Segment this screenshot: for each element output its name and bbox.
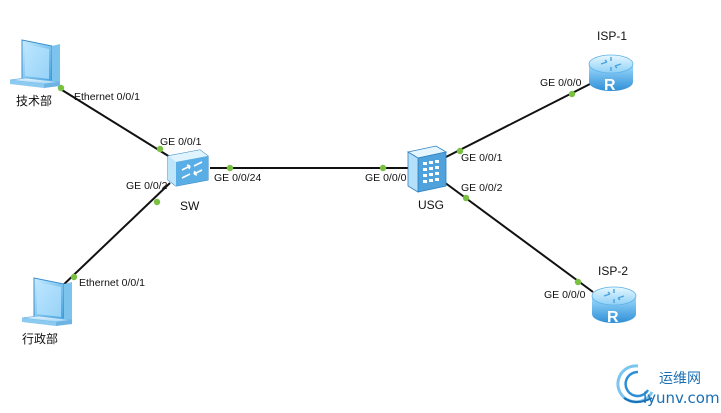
- sw-label: SW: [180, 199, 200, 213]
- port-dot: [153, 198, 161, 206]
- pc-icon: [9, 39, 61, 88]
- links: [57, 83, 594, 293]
- watermark: 运维网 iyunv.com: [616, 364, 720, 407]
- pc2-label: 行政部: [22, 331, 58, 346]
- firewall-icon: [406, 145, 448, 193]
- port-label-usg-g002: GE 0/0/2: [461, 182, 503, 194]
- port-label-sw-g002: GE 0/0/2: [126, 180, 168, 192]
- port-dot: [574, 278, 582, 286]
- port-dot: [156, 145, 164, 153]
- router-glyph: R: [607, 309, 619, 326]
- port-label-pc1: Ethernet 0/0/1: [74, 91, 140, 103]
- link-usg-isp2[interactable]: [443, 181, 594, 293]
- port-label-pc2: Ethernet 0/0/1: [79, 277, 145, 289]
- isp2-label: ISP-2: [598, 264, 628, 278]
- port-label-sw-g001: GE 0/0/1: [160, 136, 202, 148]
- pc1-device[interactable]: [9, 39, 61, 88]
- port-label-isp2-g000: GE 0/0/0: [544, 289, 586, 301]
- pc1-label: 技术部: [16, 93, 52, 108]
- router-glyph: R: [604, 77, 616, 94]
- port-label-usg-g000: GE 0/0/0: [365, 172, 407, 184]
- link-pc2-sw[interactable]: [57, 182, 171, 291]
- sw-device[interactable]: [167, 149, 209, 187]
- port-dot: [70, 273, 78, 281]
- router-icon: R: [591, 286, 637, 326]
- port-dot: [462, 194, 470, 202]
- port-dot: [568, 90, 576, 98]
- port-dot: [57, 84, 65, 92]
- port-label-usg-g001: GE 0/0/1: [461, 152, 503, 164]
- port-label-isp1-g000: GE 0/0/0: [540, 77, 582, 89]
- isp2-device[interactable]: R: [591, 286, 637, 326]
- link-usg-isp1[interactable]: [443, 83, 591, 159]
- watermark-title: 运维网: [659, 371, 701, 387]
- port-dots: [57, 84, 582, 286]
- port-label-sw-g0024: GE 0/0/24: [214, 172, 261, 184]
- port-dot: [379, 164, 387, 172]
- port-dot: [456, 147, 464, 155]
- pc-icon: [21, 277, 73, 326]
- router-icon: R: [588, 54, 634, 94]
- isp1-device[interactable]: R: [588, 54, 634, 94]
- pc2-device[interactable]: [21, 277, 73, 326]
- port-labels: Ethernet 0/0/1 GE 0/0/1 GE 0/0/2 Etherne…: [74, 77, 586, 301]
- usg-label: USG: [418, 198, 444, 212]
- isp1-label: ISP-1: [597, 29, 627, 43]
- switch-icon: [167, 149, 209, 187]
- usg-device[interactable]: [406, 145, 448, 193]
- link-pc1-sw[interactable]: [61, 89, 171, 158]
- watermark-url: iyunv.com: [643, 389, 720, 407]
- port-dot: [226, 164, 234, 172]
- watermark-logo-icon: [616, 364, 654, 404]
